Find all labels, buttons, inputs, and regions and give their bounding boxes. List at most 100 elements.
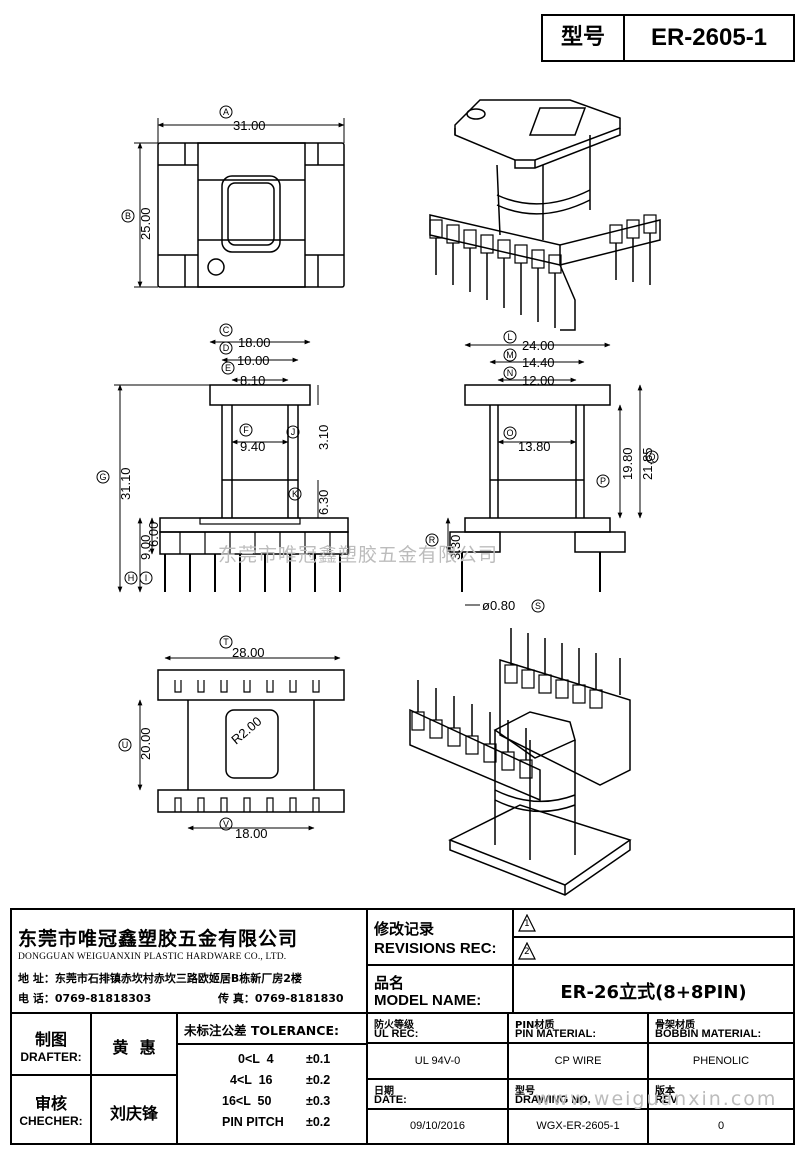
- pin-value-cell: CP WIRE: [509, 1044, 649, 1080]
- tag-g: G: [99, 472, 106, 482]
- model-label-en: MODEL NAME:: [374, 992, 482, 1009]
- dim-b-value: 25.00: [138, 207, 153, 240]
- tag-n: N: [507, 368, 514, 378]
- tolerance-row-2-range: 4<L 16: [230, 1073, 273, 1087]
- bobbin-label-en: BOBBIN MATERIAL:: [655, 1028, 762, 1040]
- tag-k: K: [292, 489, 298, 499]
- model-header-box: 型号 ER-2605-1: [541, 14, 795, 62]
- tolerance-row-3-range: 16<L 50: [222, 1094, 272, 1108]
- date-value: 09/10/2016: [409, 1120, 466, 1132]
- revision-2-triangle-icon: [518, 942, 536, 960]
- tag-l: L: [507, 332, 512, 342]
- dim-u-value: 20.00: [138, 727, 153, 760]
- pin-label-en: PIN MATERIAL:: [515, 1028, 597, 1040]
- company-phone: 电 话：0769-81818303: [18, 992, 152, 1005]
- technical-drawing: 31.00 25.00 18.00 10.00 8.10 9.40 31.10 …: [96, 99, 661, 896]
- tag-d: D: [223, 343, 230, 353]
- revision-2-number: 2: [524, 947, 530, 957]
- tag-s: S: [535, 601, 541, 611]
- tag-u: U: [122, 740, 129, 750]
- tolerance-title: 未标注公差 TOLERANCE:: [184, 1023, 339, 1038]
- isometric-view-top: [429, 99, 661, 331]
- revisions-label-cn: 修改记录: [374, 920, 435, 938]
- top-view: [134, 118, 345, 288]
- dim-i-value: 6.00: [146, 522, 161, 547]
- tag-c: C: [223, 325, 230, 335]
- tag-j: J: [291, 427, 296, 437]
- ul-label-cell: 防火等级 UL REC:: [368, 1014, 509, 1044]
- bobbin-label-cell: 骨架材质 BOBBIN MATERIAL:: [649, 1014, 793, 1044]
- dim-j-value: 3.10: [316, 425, 331, 450]
- checker-label-en: CHECHER:: [19, 1114, 83, 1128]
- revisions-section: 修改记录 REVISIONS REC:: [368, 910, 514, 966]
- tag-h: H: [128, 573, 135, 583]
- company-name-en: DONGGUAN WEIGUANXIN PLASTIC HARDWARE CO.…: [18, 952, 287, 962]
- dim-m-value: 14.40: [522, 355, 555, 370]
- pin-label-cn: PIN材质: [515, 1020, 555, 1031]
- model-section: 品名 MODEL NAME:: [368, 966, 514, 1014]
- tolerance-row-2-value: ±0.2: [306, 1073, 331, 1087]
- revisions-label-en: REVISIONS REC:: [374, 940, 497, 957]
- tag-t: T: [223, 637, 229, 647]
- tolerance-row-3-value: ±0.3: [306, 1094, 331, 1108]
- tag-a: A: [223, 107, 229, 117]
- tag-m: M: [506, 350, 514, 360]
- checker-label-cell: 审核 CHECHER:: [12, 1076, 92, 1143]
- rev-value-cell: 0: [649, 1110, 793, 1143]
- company-name-cn: 东莞市唯冠鑫塑胶五金有限公司: [18, 928, 299, 950]
- tolerance-row-1-range: 0<L 4: [238, 1052, 274, 1066]
- date-label-en: DATE:: [374, 1094, 407, 1106]
- ul-value-cell: UL 94V-0: [368, 1044, 509, 1080]
- model-header-value: ER-2605-1: [650, 24, 768, 51]
- rev-label-cn: 版本: [655, 1086, 675, 1097]
- bobbin-value: PHENOLIC: [692, 1055, 750, 1067]
- checker-name-cell: 刘庆锋: [92, 1076, 178, 1143]
- side-view: [445, 342, 643, 606]
- dim-p-value: 19.80: [620, 447, 635, 480]
- dim-l-value: 24.00: [522, 338, 555, 353]
- dim-t-value: 28.00: [232, 645, 265, 660]
- tag-q: Q: [648, 452, 655, 462]
- model-label-cn: 品名: [374, 974, 405, 992]
- tag-b: B: [125, 211, 131, 221]
- tag-f: F: [243, 425, 249, 435]
- date-label-cell: 日期 DATE:: [368, 1080, 509, 1110]
- tag-i: I: [145, 573, 148, 583]
- model-header-label: 型号: [543, 16, 625, 60]
- revision-row-1: 1: [514, 910, 793, 938]
- tolerance-row-4-value: ±0.2: [306, 1115, 331, 1129]
- revision-1-number: 1: [524, 919, 530, 929]
- company-fax: 传 真：0769-8181830: [218, 992, 344, 1005]
- revision-1-triangle-icon: [518, 914, 536, 932]
- drafter-label-cn: 制图: [34, 1030, 67, 1049]
- drafter-name: 黄 惠: [112, 1038, 156, 1057]
- watermark-center: 东莞市唯冠鑫塑胶五金有限公司: [218, 544, 499, 566]
- dim-r-value: 3.30: [448, 535, 463, 560]
- dim-a-value: 31.00: [233, 118, 266, 133]
- isometric-view-bottom: [409, 628, 632, 896]
- dim-o-value: 13.80: [518, 439, 551, 454]
- date-value-cell: 09/10/2016: [368, 1110, 509, 1143]
- bobbin-value-cell: PHENOLIC: [649, 1044, 793, 1080]
- ul-label-cn: 防火等级: [374, 1020, 414, 1031]
- ul-label-en: UL REC:: [374, 1028, 419, 1040]
- date-label-cn: 日期: [374, 1086, 394, 1097]
- drawing-label-en: DRAWING NO.: [515, 1094, 591, 1106]
- drafter-name-cell: 黄 惠: [92, 1014, 178, 1076]
- tolerance-row-4-range: PIN PITCH: [222, 1115, 284, 1129]
- drawing-value: WGX-ER-2605-1: [536, 1120, 620, 1132]
- dim-e-value: 8.10: [240, 373, 265, 388]
- watermark-url: www.weiguanxin.com: [535, 1088, 778, 1110]
- dim-d-value: 10.00: [237, 353, 270, 368]
- dim-h-value: 9.00: [138, 535, 153, 560]
- dim-radius-value: R2.00: [228, 714, 264, 748]
- ul-value: UL 94V-0: [414, 1055, 461, 1067]
- dim-c-value: 18.00: [238, 335, 271, 350]
- drawing-label-cn: 型号: [515, 1086, 535, 1097]
- dim-g-value: 31.10: [118, 467, 133, 500]
- drafter-label-cell: 制图 DRAFTER:: [12, 1014, 92, 1076]
- model-value: ER-26立式(8+8PIN): [560, 982, 747, 1003]
- tag-e: E: [225, 363, 231, 373]
- tag-v: V: [223, 819, 229, 829]
- bottom-view: [137, 655, 345, 831]
